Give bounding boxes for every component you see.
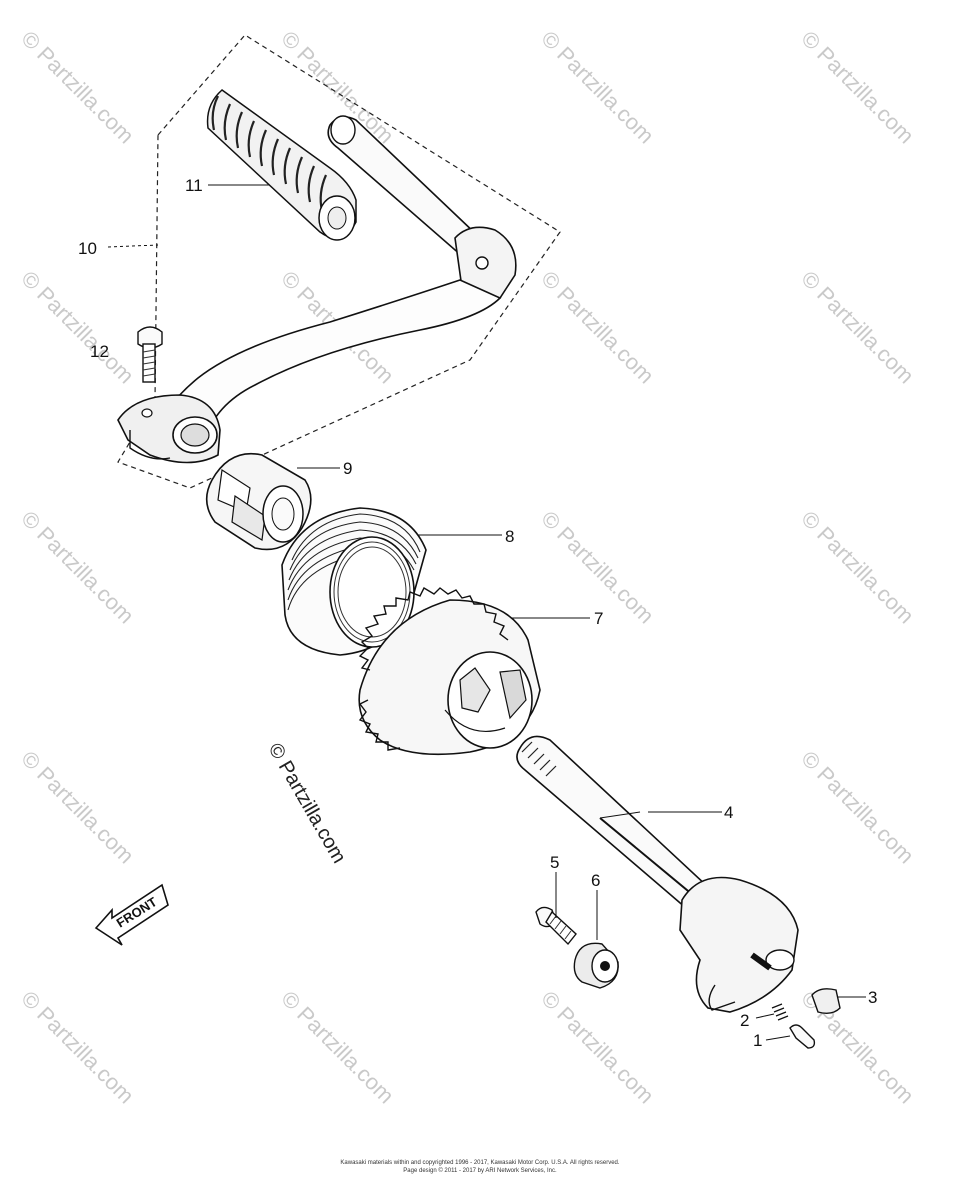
callout-1: 1 [753, 1031, 762, 1050]
spring-part-2 [771, 1003, 789, 1021]
watermark: © Partzilla.com [16, 506, 139, 629]
watermark: © Partzilla.com [16, 26, 139, 149]
watermark: © Partzilla.com [16, 986, 139, 1109]
callout-11: 11 [185, 176, 203, 195]
callout-9: 9 [343, 459, 352, 478]
watermark: © Partzilla.com [796, 26, 919, 149]
watermark: © Partzilla.com [536, 266, 659, 389]
watermark: © Partzilla.com [796, 266, 919, 389]
kick-spring-part-8 [281, 507, 427, 656]
center-watermark: © Partzilla.com [264, 740, 350, 868]
callout-4: 4 [724, 803, 733, 822]
callout-12: 12 [90, 342, 109, 361]
cap-part-3 [811, 988, 841, 1015]
kick-gear-part-7 [358, 587, 541, 756]
assembly-10-boundary [117, 34, 561, 489]
kick-shaft-part-4 [516, 735, 799, 1013]
grip-rubber-part-11 [206, 89, 357, 241]
watermark: © Partzilla.com [536, 986, 659, 1109]
callout-6: 6 [591, 871, 600, 890]
watermark: © Partzilla.com [796, 506, 919, 629]
footer-page-design: Page design © 2011 - 2017 by ARI Network… [403, 1167, 557, 1174]
kick-pedal-arm-part-10 [117, 115, 517, 464]
watermark: © Partzilla.com [16, 746, 139, 869]
pin-part-1 [789, 1024, 816, 1049]
callout-labels: 1 2 3 4 5 6 7 8 9 10 11 12 [78, 176, 877, 1050]
callout-8: 8 [505, 527, 514, 546]
bolt-part-5 [535, 906, 577, 946]
callout-7: 7 [594, 609, 603, 628]
front-direction-arrow: FRONT [94, 883, 169, 946]
leader-lines [107, 184, 866, 1041]
watermark: © Partzilla.com [536, 26, 659, 149]
callout-3: 3 [868, 988, 877, 1007]
callout-5: 5 [550, 853, 559, 872]
collar-part-6 [573, 942, 619, 989]
callout-2: 2 [740, 1011, 749, 1030]
bolt-part-12 [137, 326, 163, 383]
watermark: © Partzilla.com [796, 746, 919, 869]
watermark: © Partzilla.com [276, 986, 399, 1109]
callout-10: 10 [78, 239, 97, 258]
collar-part-9 [205, 453, 312, 551]
footer-copyright: Kawasaki materials within and copyrighte… [340, 1160, 619, 1166]
watermark: © Partzilla.com [16, 266, 139, 389]
